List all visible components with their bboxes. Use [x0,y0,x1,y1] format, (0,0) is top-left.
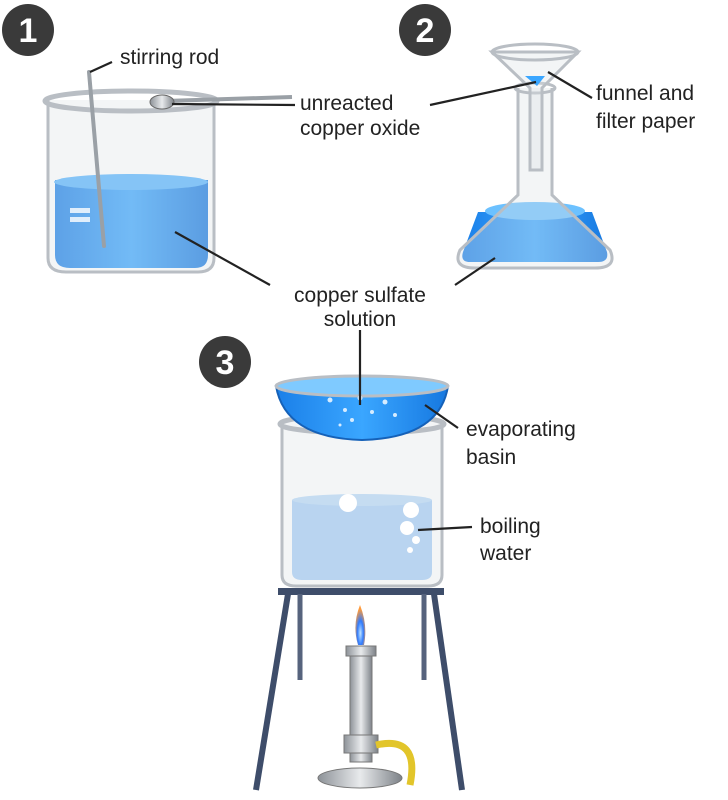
label-funnel: funnel and [596,82,694,105]
leader-lines [89,60,593,532]
bunsen-burner [317,605,416,789]
beaker-with-boiling-water [277,412,447,588]
conical-flask [456,81,614,270]
label-copper-oxide: copper oxide [300,117,420,140]
step-number: 2 [416,12,435,50]
label-solution: solution [324,308,396,331]
step-2-badge: 2 [399,4,451,56]
label-water: water [479,542,531,565]
label-copper-sulfate: copper sulfate [294,284,426,307]
label-stirring-rod: stirring rod [120,46,219,69]
label-basin: basin [466,446,516,469]
beaker-with-solution [42,88,220,274]
label-boiling: boiling [480,515,541,538]
step-number: 1 [19,12,38,50]
label-unreacted: unreacted [300,92,393,115]
spatula-with-copper-oxide [149,94,293,110]
evaporating-basin [274,374,450,442]
funnel-with-filter-paper [488,42,582,172]
tripod-stand [253,588,465,791]
stirring-rod [87,70,106,248]
label-evaporating: evaporating [466,418,576,441]
label-filter-paper: filter paper [596,110,695,133]
step-1-badge: 1 [2,4,54,56]
step-number: 3 [216,344,235,382]
step-3-badge: 3 [199,336,251,388]
